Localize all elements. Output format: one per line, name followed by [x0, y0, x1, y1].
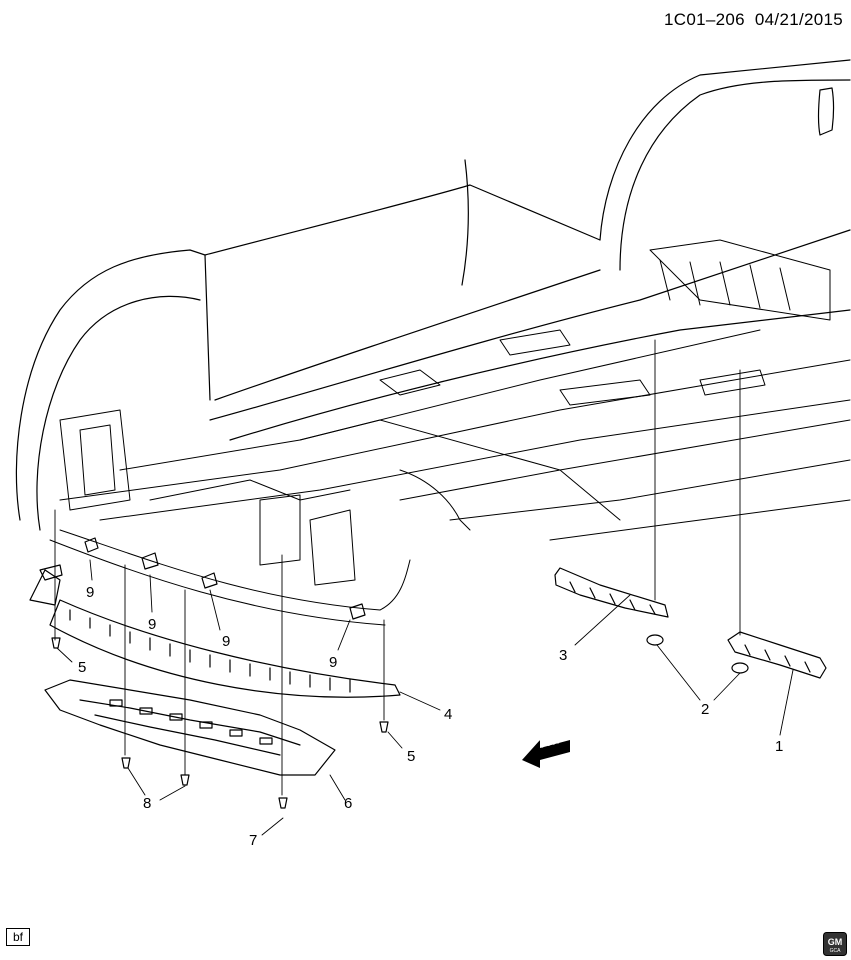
callout-2: 2	[701, 701, 709, 718]
gm-logo: GM GCA	[823, 932, 847, 956]
front-direction-arrow: FRT	[522, 734, 570, 768]
gm-logo-subtext: GCA	[830, 948, 842, 954]
diagram-code: 1C01–206	[664, 10, 745, 29]
underbody-floor	[49, 239, 851, 626]
callout-4: 4	[444, 706, 452, 723]
callout-9a: 9	[86, 584, 94, 601]
view-code-box: bf	[6, 928, 31, 946]
callout-1: 1	[775, 738, 783, 755]
bolt-parts	[51, 637, 389, 809]
callout-9b: 9	[148, 616, 156, 633]
vehicle-body	[15, 59, 851, 531]
callout-9d: 9	[329, 654, 337, 671]
part-3-bracket	[554, 567, 669, 618]
diagram-date: 04/21/2015	[754, 10, 843, 29]
callout-5a: 5	[78, 659, 86, 676]
clip-9-parts	[84, 537, 366, 620]
callout-8: 8	[143, 795, 151, 812]
callout-7: 7	[249, 832, 257, 849]
callout-5b: 5	[407, 748, 415, 765]
part-4-deflector	[29, 564, 401, 698]
diagram-header: 1C01–206 04/21/2015	[664, 10, 843, 30]
part-1-bracket	[727, 631, 827, 679]
callout-3: 3	[559, 647, 567, 664]
callout-6: 6	[344, 795, 352, 812]
leader-lines	[54, 339, 794, 836]
gm-logo-text: GM	[828, 937, 843, 947]
fastener-2-parts	[646, 634, 749, 674]
frt-label: FRT	[539, 734, 563, 751]
part-6-shield	[44, 679, 336, 776]
callout-9c: 9	[222, 633, 230, 650]
callout-numbers: 9 9 9 9 5 5 4 6 7 8 3 2 1	[78, 584, 783, 849]
